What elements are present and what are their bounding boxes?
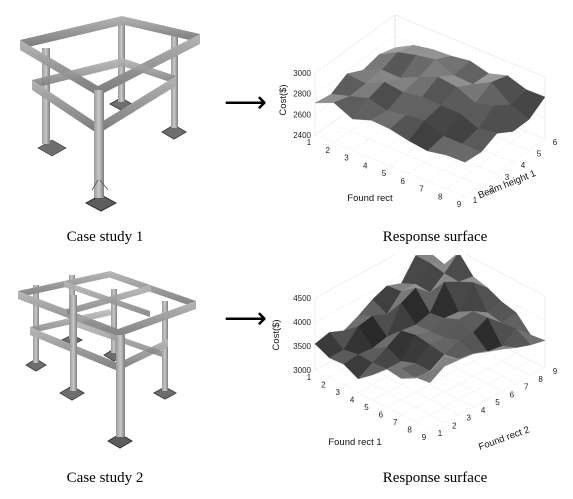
x-axis-label: Found rect 1: [328, 437, 381, 448]
y-axis-label: Found rect 2: [477, 424, 531, 453]
y-tick-label: 4: [521, 161, 526, 170]
surface-mesh: [314, 255, 546, 383]
z-tick-label: 2400: [293, 131, 311, 140]
x-tick-label: 7: [393, 418, 398, 427]
z-tick-label: 3000: [293, 366, 311, 375]
x-axis-label: Found rect: [347, 193, 393, 204]
x-tick-label: 8: [407, 426, 412, 435]
x-tick-label: 2: [326, 146, 331, 155]
x-tick-label: 5: [364, 403, 369, 412]
z-tick-label: 4500: [293, 294, 311, 303]
x-tick-label: 1: [307, 373, 312, 382]
x-tick-label: 7: [419, 185, 424, 194]
y-tick-label: 2: [452, 421, 457, 430]
z-tick-label: 4000: [293, 318, 311, 327]
z-tick-label: 2600: [293, 110, 311, 119]
x-tick-label: 6: [379, 411, 384, 420]
case-study-2-caption: Case study 2: [66, 470, 144, 486]
y-tick-label: 4: [481, 406, 486, 415]
x-tick-label: 4: [350, 396, 355, 405]
y-tick-label: 3: [505, 173, 510, 182]
y-tick-label: 7: [524, 383, 529, 392]
x-tick-label: 2: [321, 381, 326, 390]
y-tick-label: 6: [510, 390, 515, 399]
x-tick-label: 3: [336, 388, 341, 397]
y-tick-label: 1: [438, 429, 443, 438]
y-tick-label: 8: [538, 375, 543, 384]
y-tick-label: 5: [537, 150, 542, 159]
x-tick-label: 8: [438, 192, 443, 201]
axis-ticks: 1 2 3 4 5 6 7 8 9 1 2 3 4 5 6 2400 2600 2800 3000: [293, 69, 558, 209]
y-tick-label: 5: [495, 398, 500, 407]
x-tick-label: 9: [457, 200, 462, 209]
y-tick-label: 3: [467, 414, 472, 423]
response-surface-1-caption: Response surface: [382, 229, 488, 245]
y-tick-label: 9: [553, 367, 558, 376]
surface-facet: [445, 143, 482, 163]
frame-model-case-2: [18, 271, 196, 449]
y-tick-label: 1: [473, 196, 478, 205]
x-tick-label: 6: [401, 177, 406, 186]
arrow-right-icon: ⟶: [224, 85, 268, 120]
surface-mesh: [314, 45, 546, 163]
z-axis-label: Cost($): [278, 84, 289, 115]
z-axis-label: Cost($): [271, 319, 282, 350]
x-tick-label: 4: [363, 161, 368, 170]
y-tick-label: 2: [489, 184, 494, 193]
x-tick-label: 3: [344, 154, 349, 163]
y-tick-label: 6: [553, 138, 558, 147]
surface-facet: [415, 366, 445, 383]
z-tick-label: 3000: [293, 69, 311, 78]
frame-model-case-1: [20, 16, 200, 212]
x-tick-label: 1: [307, 138, 312, 147]
response-surface-2-caption: Response surface: [382, 470, 488, 486]
z-tick-label: 3500: [293, 342, 311, 351]
case-study-1-caption: Case study 1: [66, 229, 144, 245]
x-tick-label: 9: [422, 433, 427, 442]
z-tick-label: 2800: [293, 90, 311, 99]
x-tick-label: 5: [382, 169, 387, 178]
arrow-right-icon: ⟶: [224, 301, 268, 336]
